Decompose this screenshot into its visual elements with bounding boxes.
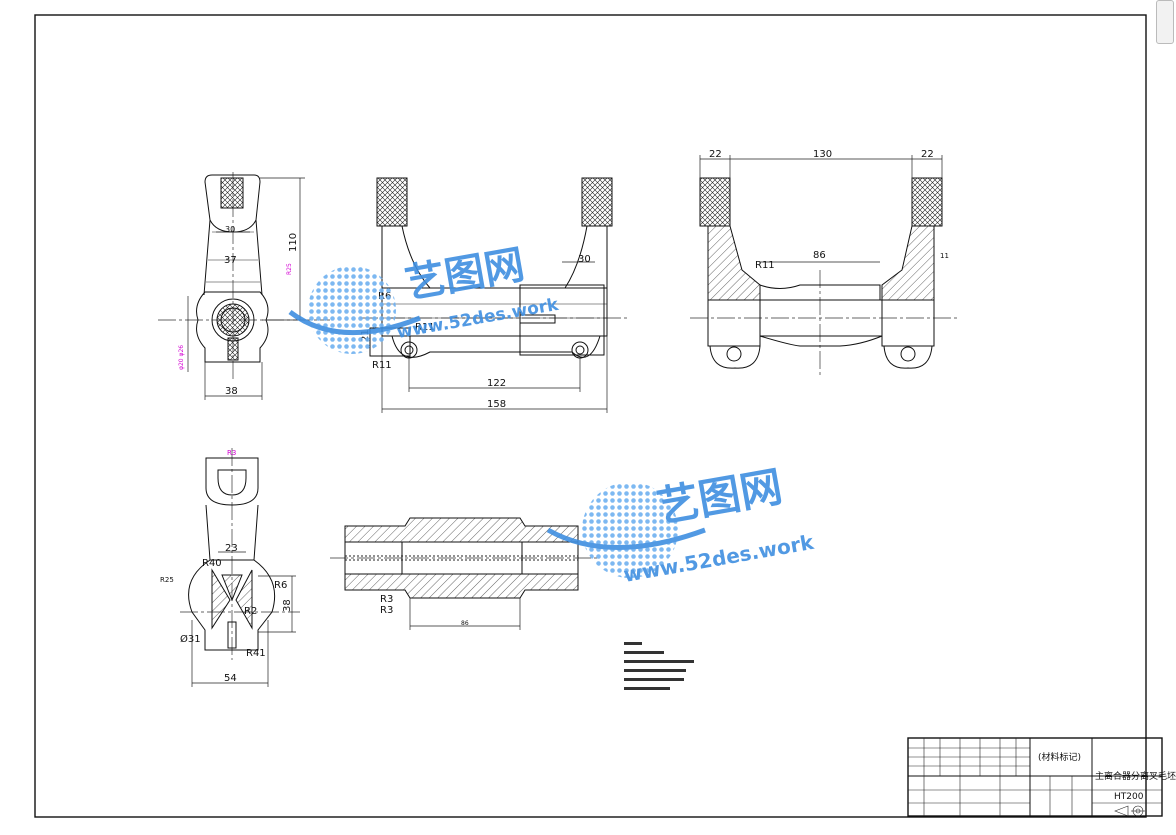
dim-dia31: Ø31 (180, 633, 201, 645)
svg-text:R25: R25 (286, 263, 293, 275)
dim-54: 54 (224, 673, 237, 684)
dim-r11-front-a: R11 (415, 322, 435, 333)
dim-30-front: 30 (578, 254, 591, 265)
dim-86-top: 86 (813, 250, 826, 261)
title-block: (材料标记) 主离合器分离叉毛坯 HT200 (907, 737, 1176, 817)
technical-notes (624, 642, 694, 690)
dim-130: 130 (813, 149, 832, 160)
dim-122: 122 (487, 378, 506, 389)
dim-38-lower: 38 (282, 599, 293, 612)
dim-11-top: 11 (940, 252, 949, 260)
dim-r11-top: R11 (755, 260, 775, 271)
part-name: 主离合器分离叉毛坯 (1095, 770, 1176, 782)
dim-110: 110 (288, 233, 299, 252)
lower-left-view: R3 R40 R25 23 R6 R2 38 Ø31 R41 54 (160, 448, 300, 687)
watermark-cn-right: 艺图网 (653, 462, 786, 532)
scroll-handle[interactable] (1156, 0, 1174, 44)
dim-38: 38 (225, 386, 238, 397)
material-label: (材料标记) (1038, 751, 1081, 763)
dim-r2: R2 (244, 606, 257, 617)
dim-r3-a: R3 (380, 594, 393, 605)
material-grade: HT200 (1114, 792, 1144, 802)
side-view: 110 30 37 38 φ20 φ26 R25 (158, 172, 330, 400)
dim-r6-lower: R6 (274, 580, 287, 591)
watermark-cn-mid: 艺图网 (402, 242, 528, 308)
section-top-view: 22 130 22 86 R11 11 (690, 149, 960, 375)
dim-inner: 30 (225, 225, 235, 234)
dim-23: 23 (225, 543, 238, 554)
front-view: R6 R11 R11 30 21 122 158 (360, 177, 630, 413)
dim-r40: R40 (202, 558, 222, 569)
dim-158: 158 (487, 399, 506, 410)
dim-r3-b: R3 (380, 605, 393, 616)
svg-text:φ20 φ26: φ20 φ26 (178, 345, 185, 370)
shaft-section-view: R3 R3 86 (330, 517, 600, 630)
dim-37: 37 (224, 255, 237, 266)
dim-86-section: 86 (461, 620, 469, 627)
watermark-mid: 艺图网 www.52des.work (288, 242, 561, 354)
svg-text:R3: R3 (227, 449, 236, 457)
dim-r41: R41 (246, 648, 266, 659)
drawing-border (34, 14, 1147, 818)
dim-22-right: 22 (921, 149, 934, 160)
dim-r25: R25 (160, 576, 174, 584)
projection-symbol (1114, 805, 1145, 817)
dim-22-left: 22 (709, 149, 722, 160)
watermark-right: 艺图网 www.52des.work (546, 462, 816, 587)
